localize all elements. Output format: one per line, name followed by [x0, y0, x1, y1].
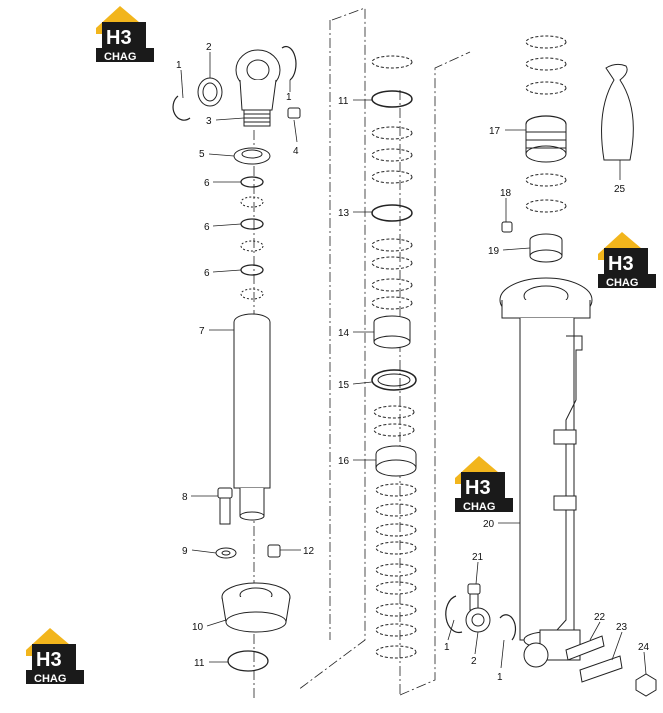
label-part-20: 20: [483, 519, 495, 530]
label-part-2: 2: [206, 42, 212, 53]
part-bearing-right: [465, 607, 491, 633]
label-part-3: 3: [206, 116, 212, 127]
label-part-21: 21: [472, 552, 484, 563]
label-part-22: 22: [594, 612, 606, 623]
label-part-1: 1: [286, 92, 292, 103]
part-nut: [233, 147, 271, 165]
part-seals-rod: [240, 176, 264, 300]
label-part-15: 15: [338, 380, 350, 391]
label-part-2: 2: [471, 656, 477, 667]
label-part-14: 14: [338, 328, 350, 339]
part-piston-rod: [233, 313, 271, 521]
part-oring-bottom: [227, 650, 269, 672]
label-part-25: 25: [614, 184, 626, 195]
part-washer: [215, 547, 237, 559]
logo-main-text: H3: [608, 253, 634, 275]
part-rod-eye: [235, 49, 281, 127]
label-part-1: 1: [497, 672, 503, 683]
label-part-16: 16: [338, 456, 350, 467]
part-bolt-right: [467, 583, 481, 611]
part-snap-ring-left: [172, 45, 297, 121]
part-screw: [267, 544, 281, 558]
part-nut-right: [635, 673, 657, 697]
part-piston-head: [221, 582, 291, 633]
label-part-23: 23: [616, 622, 628, 633]
label-part-1: 1: [176, 60, 182, 71]
label-part-4: 4: [293, 146, 299, 157]
logo-sub-text: CHAG: [104, 51, 136, 63]
logo-main-text: H3: [106, 27, 132, 49]
right-seal-stack: [525, 35, 567, 213]
logo-sub-text: CHAG: [463, 501, 495, 513]
label-part-12: 12: [303, 546, 315, 557]
label-part-1: 1: [444, 642, 450, 653]
label-part-10: 10: [192, 622, 204, 633]
middle-seal-stack: [371, 55, 417, 659]
logo-right: H3 CHAG: [598, 232, 656, 289]
part-shims: [565, 635, 623, 683]
part-snap-ring-right: [445, 595, 517, 641]
logo-main-text: H3: [36, 649, 62, 671]
logo-top-left: H3 CHAG: [96, 6, 154, 63]
label-part-18: 18: [500, 188, 512, 199]
label-part-24: 24: [638, 642, 650, 653]
logo-bottom-left: H3 CHAG: [26, 628, 84, 685]
label-part-6: 6: [204, 268, 210, 279]
label-part-6: 6: [204, 222, 210, 233]
label-part-5: 5: [199, 149, 205, 160]
label-part-11: 11: [338, 96, 349, 107]
part-labels: 1 2 3 1 4 5 6 6 6 7 8 9 12 10 11 11 13 1…: [176, 42, 650, 683]
part-plug: [501, 221, 513, 233]
label-part-6: 6: [204, 178, 210, 189]
label-part-17: 17: [489, 126, 501, 137]
part-grease-nipple: [287, 107, 301, 119]
label-part-8: 8: [182, 492, 188, 503]
logo-main-text: H3: [465, 477, 491, 499]
logo-sub-text: CHAG: [34, 673, 66, 685]
part-bearing-left: [197, 77, 223, 107]
label-part-7: 7: [199, 326, 205, 337]
leader-lines: [180, 52, 647, 675]
part-cylinder-barrel: [499, 277, 593, 668]
part-bolt: [217, 487, 233, 525]
logo-sub-text: CHAG: [606, 277, 638, 289]
label-part-11: 11: [194, 658, 205, 669]
logo-center: H3 CHAG: [455, 456, 513, 513]
part-bushing: [529, 233, 563, 263]
label-part-13: 13: [338, 208, 350, 219]
label-part-9: 9: [182, 546, 188, 557]
label-part-19: 19: [488, 246, 500, 257]
part-bag: [601, 63, 634, 161]
